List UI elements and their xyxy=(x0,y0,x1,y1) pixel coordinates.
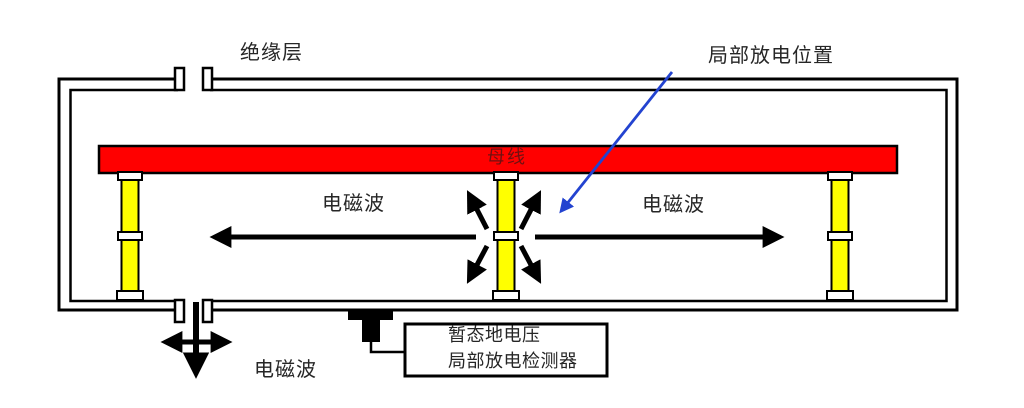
em-wave-label-bottom: 电磁波 xyxy=(254,357,317,381)
pd-location-pointer-arrow xyxy=(559,71,674,214)
enclosure-outer-wall xyxy=(57,77,959,312)
detector-box xyxy=(403,322,609,378)
insulator-right-top-cap xyxy=(827,171,853,181)
em-wave-label-right: 电磁波 xyxy=(642,192,705,216)
insulator-left-top-cap xyxy=(117,171,143,181)
insulator-middle-top-cap xyxy=(493,171,519,181)
pd-location-label: 局部放电位置 xyxy=(708,43,834,67)
insulator-right-lower-column xyxy=(830,239,850,293)
em-wave-label-left: 电磁波 xyxy=(322,191,385,215)
insulator-right-bottom-cap xyxy=(826,290,854,301)
insulator-middle-lower-column xyxy=(496,239,516,293)
bottom-flange-left xyxy=(173,298,186,324)
insulator-right-collar xyxy=(827,231,853,241)
insulator-right-upper-column xyxy=(830,179,850,235)
pd-burst-arrow-down-right xyxy=(518,244,542,284)
insulator-left-collar xyxy=(117,231,143,241)
insulator-middle-bottom-cap xyxy=(492,290,520,301)
bottom-flange-right xyxy=(201,298,214,324)
pd-burst-arrow-up-left xyxy=(466,190,490,231)
insulator-middle-collar xyxy=(493,231,519,241)
busbar-label: 母线 xyxy=(487,147,527,168)
pd-burst-arrow-up-right xyxy=(518,190,542,231)
insulator-left-bottom-cap xyxy=(116,290,144,301)
insulator-left-lower-column xyxy=(120,239,140,293)
tev-sensor-head xyxy=(348,309,393,320)
detector-box-line2: 局部放电检测器 xyxy=(448,351,578,372)
insulator-middle xyxy=(492,171,520,301)
tev-sensor xyxy=(348,309,404,354)
insulator-left xyxy=(116,171,144,301)
top-flange-left xyxy=(173,66,186,92)
top-flange-right xyxy=(201,66,214,92)
insulator-middle-upper-column xyxy=(496,179,516,235)
detector-box-line1: 暂态地电压 xyxy=(448,325,541,346)
insulator-right xyxy=(826,171,854,301)
tev-sensor-stem xyxy=(362,320,380,342)
pd-burst-arrow-down-left xyxy=(466,244,490,284)
insulation-layer-label: 绝缘层 xyxy=(240,40,303,64)
insulator-left-upper-column xyxy=(120,179,140,235)
tev-sensor-cable xyxy=(369,342,404,354)
